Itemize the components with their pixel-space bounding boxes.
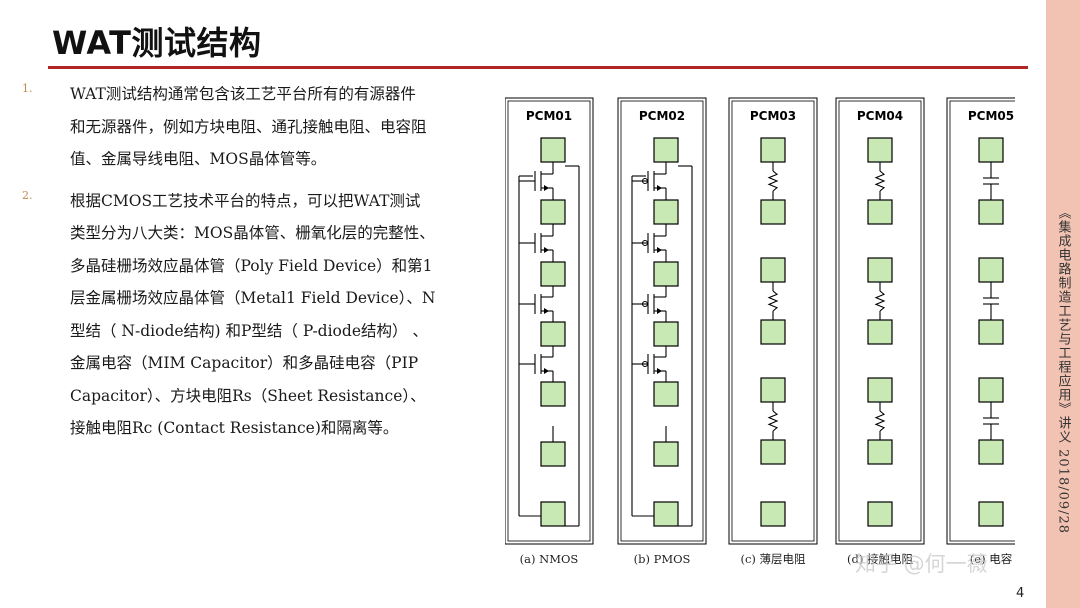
title-divider — [48, 66, 1028, 69]
test-pad — [540, 199, 566, 225]
list-item: 1. WAT测试结构通常包含该工艺平台所有的有源器件 和无源器件，例如方块电阻、… — [22, 78, 500, 176]
test-pad — [653, 501, 679, 527]
resistor-symbol — [874, 290, 886, 312]
test-pad — [867, 501, 893, 527]
item-text: WAT测试结构通常包含该工艺平台所有的有源器件 和无源器件，例如方块电阻、通孔接… — [70, 85, 427, 168]
watermark: 知乎 @何一薇 — [855, 552, 988, 576]
test-pad — [760, 137, 786, 163]
structure-frame-outer — [505, 97, 594, 545]
lecture-notes-label: 《集成电路制造工艺与工程应用》讲义 2018/09/28 — [1055, 206, 1071, 535]
structure-frame-inner — [620, 100, 704, 542]
structure-caption: (c) 薄层电阻 — [740, 552, 806, 566]
transistor-arrow — [657, 185, 662, 191]
test-pad — [653, 199, 679, 225]
test-pad — [760, 319, 786, 345]
structure-frame-inner — [731, 100, 815, 542]
test-pad — [540, 501, 566, 527]
pcm-structure-pcm02: PCM02 (b) PMOS — [617, 97, 707, 566]
structure-label: PCM03 — [750, 109, 796, 123]
structure-frame-outer — [946, 97, 1015, 545]
test-pad — [760, 439, 786, 465]
test-pad — [540, 441, 566, 467]
pmos-bubble — [641, 177, 649, 185]
test-pad — [867, 257, 893, 283]
item-text: 根据CMOS工艺技术平台的特点，可以把WAT测试 类型分为八大类：MOS晶体管、… — [70, 191, 436, 438]
structure-caption: (b) PMOS — [634, 552, 691, 566]
pcm-structure-pcm05: PCM05 (e) 电容 — [946, 97, 1015, 566]
test-pad — [978, 501, 1004, 527]
structure-label: PCM04 — [857, 109, 903, 123]
transistor-arrow — [657, 308, 662, 314]
test-pad — [760, 501, 786, 527]
test-pad — [978, 319, 1004, 345]
structure-caption: (a) NMOS — [520, 552, 579, 566]
structure-label: PCM01 — [526, 109, 572, 123]
transistor-arrow — [657, 247, 662, 253]
resistor-symbol — [874, 410, 886, 432]
test-pad — [978, 137, 1004, 163]
structure-caption: (e) 电容 — [970, 552, 1013, 566]
test-pad — [867, 377, 893, 403]
pcm-structure-pcm03: PCM03 (c) 薄层电阻 — [728, 97, 818, 566]
test-pad — [760, 199, 786, 225]
test-pad — [760, 257, 786, 283]
structure-label: PCM02 — [639, 109, 685, 123]
resistor-symbol — [767, 170, 779, 192]
test-pad — [978, 199, 1004, 225]
test-pad — [653, 137, 679, 163]
transistor-arrow — [544, 247, 549, 253]
pcm-structure-pcm04: PCM04 (d) 接触电阻 — [835, 97, 925, 566]
pmos-bubble — [641, 300, 649, 308]
pmos-bubble — [641, 239, 649, 247]
structure-frame-outer — [728, 97, 818, 545]
test-pad — [540, 261, 566, 287]
body-list: 1. WAT测试结构通常包含该工艺平台所有的有源器件 和无源器件，例如方块电阻、… — [22, 78, 500, 454]
test-pad — [867, 137, 893, 163]
structure-caption: (d) 接触电阻 — [847, 552, 913, 566]
test-pad — [867, 439, 893, 465]
page-number: 4 — [1016, 586, 1025, 601]
resistor-symbol — [767, 290, 779, 312]
test-pad — [867, 199, 893, 225]
item-number: 1. — [22, 82, 33, 95]
slide-title: WAT测试结构 — [52, 24, 262, 62]
pcm-structure-pcm01: PCM01 (a) NMOS — [505, 97, 594, 566]
transistor-arrow — [544, 185, 549, 191]
resistor-symbol — [767, 410, 779, 432]
test-pad — [978, 377, 1004, 403]
structure-frame-inner — [949, 100, 1015, 542]
test-pad — [540, 321, 566, 347]
transistor-arrow — [544, 368, 549, 374]
test-pad — [653, 261, 679, 287]
structure-label: PCM05 — [968, 109, 1014, 123]
transistor-arrow — [657, 368, 662, 374]
test-pad — [653, 321, 679, 347]
side-bar: 《集成电路制造工艺与工程应用》讲义 2018/09/28 — [1046, 0, 1080, 608]
pmos-bubble — [641, 360, 649, 368]
test-pad — [653, 381, 679, 407]
test-pad — [978, 439, 1004, 465]
structure-frame-outer — [835, 97, 925, 545]
list-item: 2. 根据CMOS工艺技术平台的特点，可以把WAT测试 类型分为八大类：MOS晶… — [22, 185, 500, 445]
structure-frame-inner — [838, 100, 922, 542]
test-pad — [760, 377, 786, 403]
structure-frame-inner — [507, 100, 591, 542]
test-pad — [653, 441, 679, 467]
test-pad — [978, 257, 1004, 283]
item-number: 2. — [22, 188, 33, 202]
transistor-arrow — [544, 308, 549, 314]
structure-frame-outer — [617, 97, 707, 545]
resistor-symbol — [874, 170, 886, 192]
test-pad — [540, 137, 566, 163]
test-pad — [867, 319, 893, 345]
test-pad — [540, 381, 566, 407]
